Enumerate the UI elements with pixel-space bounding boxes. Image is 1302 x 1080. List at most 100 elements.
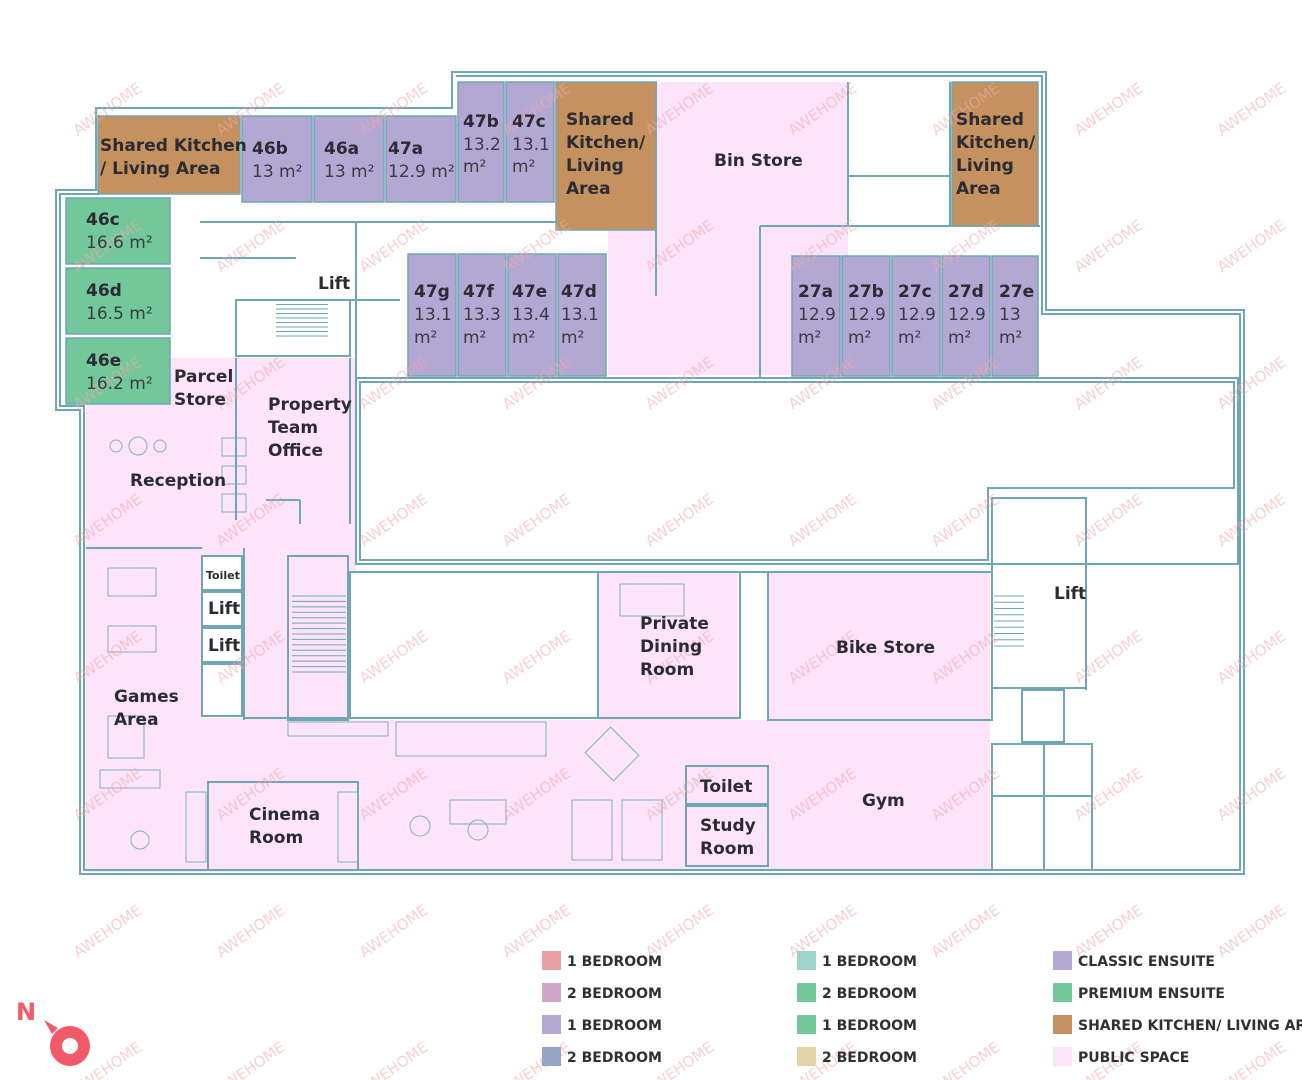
room-47f-area: 13.3: [463, 305, 501, 325]
legend-swatch: [1053, 951, 1072, 970]
room-27d-area: 12.9: [948, 305, 986, 325]
room-47d-area: 13.1: [561, 305, 599, 325]
room-47c[interactable]: [505, 81, 555, 203]
room-47c-name: 47c: [512, 112, 546, 132]
room-27e[interactable]: [991, 255, 1039, 377]
legend-swatch: [797, 983, 816, 1002]
legend-swatch: [542, 1047, 561, 1066]
room-47f[interactable]: [457, 253, 507, 377]
room-46a-area: 13 m²: [324, 162, 374, 182]
watermark-text: AWEHOME: [213, 901, 288, 961]
watermark-text: AWEHOME: [1071, 353, 1146, 413]
watermark-text: AWEHOME: [1214, 79, 1289, 139]
legend-swatch: [797, 951, 816, 970]
legend-swatch: [1053, 1015, 1072, 1034]
room-47a-name: 47a: [388, 139, 423, 159]
watermark-text: AWEHOME: [356, 1038, 431, 1080]
legend-swatch: [797, 1015, 816, 1034]
room-47e[interactable]: [507, 253, 557, 377]
watermark-text: AWEHOME: [1214, 1038, 1289, 1080]
room-47f-name: 47f: [463, 282, 495, 302]
room-47d-unit: m²: [561, 328, 584, 348]
lift-label-nw: Lift: [318, 274, 350, 294]
room-46b-area: 13 m²: [252, 162, 302, 182]
room-labels: Shared Kitchen / Living Area Shared Kitc…: [86, 110, 1086, 859]
legend-label: CLASSIC ENSUITE: [1078, 954, 1215, 970]
room-27c-area: 12.9: [898, 305, 936, 325]
room-46c[interactable]: [65, 197, 171, 265]
watermark-text: AWEHOME: [1071, 901, 1146, 961]
legend-label: 2 BEDROOM: [567, 1050, 662, 1066]
legend-swatch: [542, 1015, 561, 1034]
watermark-text: AWEHOME: [928, 901, 1003, 961]
room-27e-unit: m²: [999, 328, 1022, 348]
watermark-text: AWEHOME: [356, 490, 431, 550]
watermark-text: AWEHOME: [1214, 627, 1289, 687]
watermark-text: AWEHOME: [1214, 353, 1289, 413]
room-27a-area: 12.9: [798, 305, 836, 325]
compass-north-label: N: [16, 998, 36, 1026]
lift-label-w2: Lift: [208, 636, 240, 656]
room-46b[interactable]: [241, 115, 313, 203]
room-46c-name: 46c: [86, 210, 120, 230]
room-47d[interactable]: [557, 253, 607, 377]
watermark-text: AWEHOME: [499, 1038, 574, 1080]
watermark-text: AWEHOME: [1214, 764, 1289, 824]
room-27d[interactable]: [941, 255, 991, 377]
watermark-text: AWEHOME: [928, 1038, 1003, 1080]
room-47e-unit: m²: [512, 328, 535, 348]
room-46d[interactable]: [65, 267, 171, 335]
furniture: [99, 436, 685, 863]
walls: [55, 71, 1245, 875]
white-zones: [202, 556, 598, 720]
room-46b-name: 46b: [252, 139, 288, 159]
shared-kitchen-ne[interactable]: [951, 81, 1039, 227]
study-room-label: Study Room: [700, 816, 762, 859]
watermark-text: AWEHOME: [1071, 490, 1146, 550]
property-office-label: Property Team Office: [268, 395, 358, 461]
shared-kitchen-nw[interactable]: [97, 115, 241, 195]
watermark-text: AWEHOME: [1214, 216, 1289, 276]
watermark-text: AWEHOME: [213, 1038, 288, 1080]
room-47g[interactable]: [407, 253, 457, 377]
room-46e[interactable]: [65, 337, 171, 405]
premium-ensuites: [65, 197, 171, 405]
room-27b[interactable]: [841, 255, 891, 377]
room-27c-name: 27c: [898, 282, 932, 302]
watermark-text: AWEHOME: [642, 901, 717, 961]
watermark-text: AWEHOME: [356, 353, 431, 413]
room-47a[interactable]: [385, 115, 457, 203]
watermark-text: AWEHOME: [499, 490, 574, 550]
room-47b-unit: m²: [463, 157, 486, 177]
room-27c[interactable]: [891, 255, 941, 377]
toilet-small-label: Toilet: [206, 569, 240, 582]
legend-swatch: [542, 951, 561, 970]
shared-kitchen-n[interactable]: [555, 81, 657, 231]
legend-label: PUBLIC SPACE: [1078, 1050, 1189, 1066]
room-27b-name: 27b: [848, 282, 884, 302]
watermark-text: AWEHOME: [70, 901, 145, 961]
cinema-room-label: Cinema Room: [249, 805, 326, 848]
legend-label: 1 BEDROOM: [567, 954, 662, 970]
room-47b[interactable]: [457, 81, 505, 203]
watermark-text: AWEHOME: [213, 216, 288, 276]
room-47e-name: 47e: [512, 282, 547, 302]
watermark-text: AWEHOME: [785, 901, 860, 961]
reception-label: Reception: [130, 471, 226, 491]
legend-label: PREMIUM ENSUITE: [1078, 986, 1225, 1002]
room-47f-unit: m²: [463, 328, 486, 348]
watermark-text: AWEHOME: [1214, 901, 1289, 961]
watermark-text: AWEHOME: [1214, 490, 1289, 550]
room-27d-name: 27d: [948, 282, 984, 302]
compass-icon: [44, 1020, 90, 1066]
room-46c-area: 16.6 m²: [86, 233, 153, 253]
room-47c-unit: m²: [512, 157, 535, 177]
room-46a[interactable]: [313, 115, 385, 203]
room-47c-area: 13.1: [512, 135, 550, 155]
legend-label: 1 BEDROOM: [822, 1018, 917, 1034]
room-27a-name: 27a: [798, 282, 833, 302]
room-47g-area: 13.1: [414, 305, 452, 325]
room-27a[interactable]: [791, 255, 841, 377]
kitchen-ne-label: Shared Kitchen/ Living Area: [956, 110, 1041, 199]
watermark-text: AWEHOME: [1071, 216, 1146, 276]
